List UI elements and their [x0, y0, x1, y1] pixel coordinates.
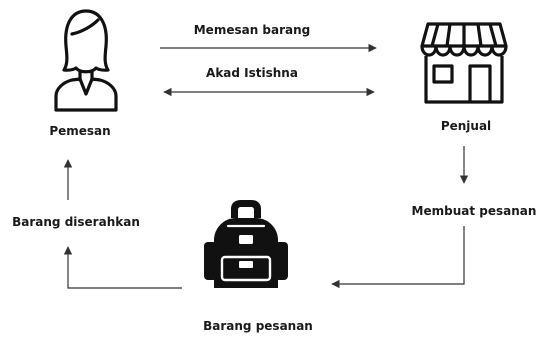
node-penjual-label: Penjual	[441, 119, 491, 133]
edge-diserahkan-lower-arrow	[63, 246, 182, 289]
edge-diserahkan-label: Barang diserahkan	[12, 215, 140, 229]
backpack-icon	[204, 200, 288, 288]
edge-membuat-label: Membuat pesanan	[412, 204, 537, 218]
shop-icon	[420, 22, 508, 104]
node-pemesan-label: Pemesan	[49, 124, 110, 138]
edge-membuat-return-arrow	[331, 226, 465, 289]
node-barang-label: Barang pesanan	[203, 319, 313, 333]
edge-akad-label: Akad Istishna	[206, 66, 298, 80]
edge-memesan-label: Memesan barang	[194, 23, 311, 37]
person-icon	[54, 9, 118, 112]
